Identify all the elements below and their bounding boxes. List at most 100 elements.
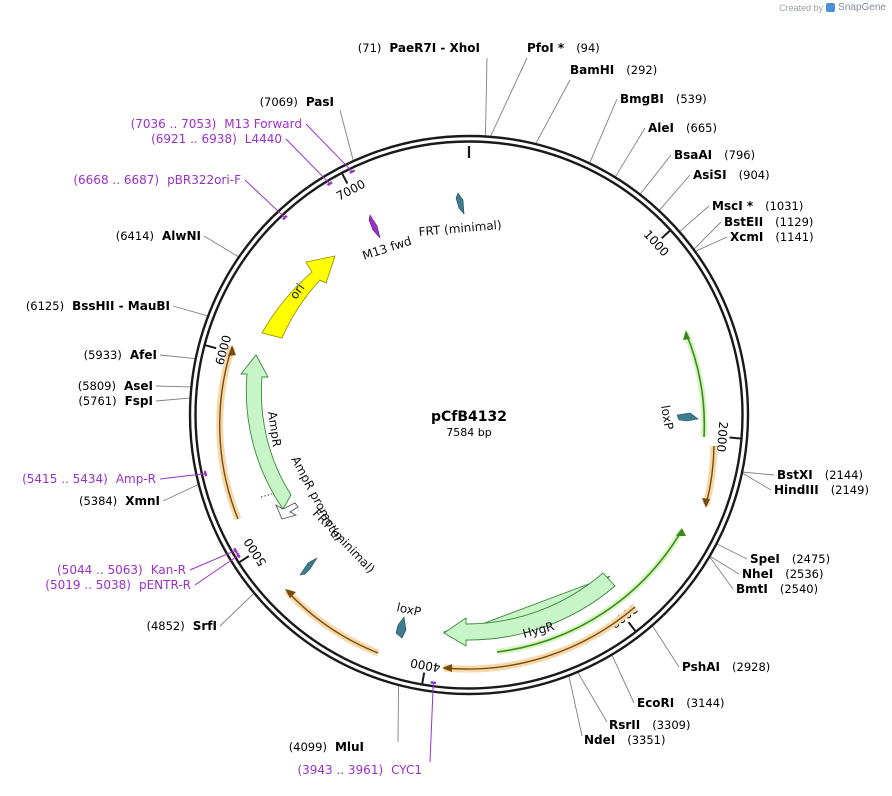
leader-bsteii [694, 221, 722, 250]
enzyme-name: AfeI [130, 348, 157, 362]
enzyme-msci[interactable]: MscI *(1031) [712, 199, 803, 213]
backbone-inner-ring [194, 140, 744, 690]
feature-ampr-promoter-arrow[interactable] [275, 502, 299, 520]
primer-l4440[interactable]: (6921 .. 6938) L4440 [151, 132, 282, 146]
enzyme-alwni[interactable]: (6414)AlwNI [116, 229, 201, 243]
enzyme-pasi[interactable]: (7069)PasI [260, 95, 334, 109]
enzyme-ndei[interactable]: NdeI(3351) [584, 733, 666, 747]
enzyme-bstxi[interactable]: BstXI(2144) [777, 468, 863, 482]
leader-msci [679, 205, 710, 232]
enzyme-position: (1129) [775, 215, 813, 229]
enzyme-spei[interactable]: SpeI(2475) [750, 552, 830, 566]
primer-mark-m13-forward [349, 169, 356, 174]
leader-xcmi [695, 236, 728, 252]
primer-name: pENTR-R [139, 578, 191, 592]
enzyme-position: (904) [739, 168, 770, 182]
leader-xmni [162, 484, 199, 502]
green-arrowhead-1 [676, 528, 686, 536]
loxp-bottom-icon[interactable] [395, 616, 407, 639]
enzyme-xcmi[interactable]: XcmI(1141) [730, 230, 814, 244]
enzyme-bsaai[interactable]: BsaAI(796) [674, 148, 755, 162]
enzyme-position: (5809) [78, 379, 116, 393]
enzyme-afei[interactable]: (5933)AfeI [84, 348, 157, 362]
enzyme-name: BssHII - MauBI [72, 299, 170, 313]
tick-2000 [729, 436, 741, 440]
feature-label-loxp-right: loxP [658, 404, 676, 431]
backbone-outer-ring [188, 134, 750, 696]
feature-ampr-arrow[interactable] [240, 354, 292, 510]
enzyme-position: (2149) [831, 483, 869, 497]
loxp-right-icon[interactable] [676, 412, 699, 422]
primer-m13-forward[interactable]: (7036 .. 7053)M13 Forward [131, 117, 302, 131]
enzyme-mlui[interactable]: (4099)MluI [289, 740, 364, 754]
leader-srfi [219, 593, 254, 627]
enzyme-ecori[interactable]: EcoRI(3144) [637, 696, 725, 710]
tick-1000 [661, 230, 671, 239]
enzyme-xmni[interactable]: (5384)XmnI [79, 494, 160, 508]
primer-mark-l4440 [326, 181, 333, 187]
leader-pshai [652, 626, 680, 668]
primer-pentr-r[interactable]: (5019 .. 5038)pENTR-R [45, 578, 191, 592]
primer-cyc1[interactable]: (3943 .. 3961)CYC1 [297, 763, 422, 777]
enzyme-bmgbi[interactable]: BmgBI(539) [620, 92, 707, 106]
feature-label-loxp-bottom: loxP [395, 600, 422, 619]
orange-arrowhead-right [702, 498, 710, 508]
primer-pbr322ori-f[interactable]: (6668 .. 6687)pBR322ori-F [73, 173, 241, 187]
enzyme-pshai[interactable]: PshAI(2928) [682, 660, 770, 674]
primer-mark-cyc1 [430, 681, 437, 685]
tick-7000 [341, 173, 349, 184]
primer-leader-pentr-r [194, 554, 239, 586]
primer-kan-r[interactable]: (5044 .. 5063)Kan-R [57, 563, 186, 577]
primer-range: (7036 .. 7053) [131, 117, 217, 131]
primer-name: L4440 [245, 132, 282, 146]
leader-bmgbi [589, 98, 618, 163]
primer-leader-pbr322ori-f [244, 179, 286, 218]
enzyme-nhei[interactable]: NheI(2536) [742, 567, 823, 581]
enzyme-bmti[interactable]: BmtI(2540) [736, 582, 818, 596]
primer-amp-r[interactable]: (5415 .. 5434)Amp-R [22, 472, 156, 486]
leader-bsaai [640, 154, 672, 194]
enzyme-name: AlwNI [162, 229, 201, 243]
primer-leader-l4440 [285, 138, 331, 185]
snapgene-logo-icon [826, 3, 836, 12]
enzyme-name: PaeR7I - XhoI [389, 41, 480, 55]
enzyme-asisi[interactable]: AsiSI (904) [693, 168, 770, 182]
leader-nhei [710, 556, 740, 575]
hygr-green-line-2 [496, 529, 683, 653]
enzyme-pfoi[interactable]: PfoI *(94) [527, 41, 600, 55]
primer-mark-pentr-r [235, 552, 241, 559]
enzyme-name: AsiSI [693, 168, 727, 182]
enzyme-srfi[interactable]: (4852)SrfI [147, 619, 218, 633]
tick-4000 [421, 672, 426, 684]
enzyme-alei[interactable]: AleI(665) [648, 121, 717, 135]
orange-arrowhead-left-bottom [285, 589, 296, 598]
ampr-promoter-dotted [260, 493, 273, 498]
enzyme-leader-lines [155, 57, 775, 743]
feature-label-ampr: AmpR [265, 410, 284, 447]
enzyme-name: HindIII [774, 483, 819, 497]
enzyme-fspi[interactable]: (5761)FspI [78, 394, 153, 408]
frt-minimal-left-icon[interactable] [299, 557, 318, 576]
enzyme-bamhi[interactable]: BamHI(292) [570, 63, 657, 77]
enzyme-bsteii[interactable]: BstEII(1129) [724, 215, 813, 229]
feature-ori-arrow[interactable] [261, 255, 336, 339]
enzyme-position: (3351) [627, 733, 665, 747]
frt-minimal-top-icon[interactable] [455, 192, 465, 215]
primer-range: (6921 .. 6938) [151, 132, 237, 146]
enzyme-asei[interactable]: (5809)AseI [78, 379, 153, 393]
leader-fspi [155, 397, 190, 402]
primer-name: pBR322ori-F [167, 173, 241, 187]
primer-labels: (7036 .. 7053)M13 Forward(6921 .. 6938) L… [22, 117, 437, 777]
enzyme-paer7i-xhoi[interactable]: (71)PaeR7I - XhoI [358, 41, 480, 55]
snapgene-credit: Created by SnapGene [779, 2, 886, 13]
feature-label-frt-top: FRT (minimal) [418, 218, 502, 239]
enzyme-position: (796) [724, 148, 755, 162]
primer-leader-m13-forward [305, 123, 353, 172]
primer-leader-amp-r [159, 473, 206, 480]
enzyme-hindiii[interactable]: HindIII (2149) [774, 483, 869, 497]
m13-fwd-icon[interactable] [368, 214, 381, 239]
enzyme-bsshii-maubi[interactable]: (6125)BssHII - MauBI [26, 299, 170, 313]
enzyme-position: (4852) [147, 619, 185, 633]
plasmid-name: pCfB4132 [431, 409, 507, 425]
enzyme-rsrii[interactable]: RsrII(3309) [609, 718, 690, 732]
